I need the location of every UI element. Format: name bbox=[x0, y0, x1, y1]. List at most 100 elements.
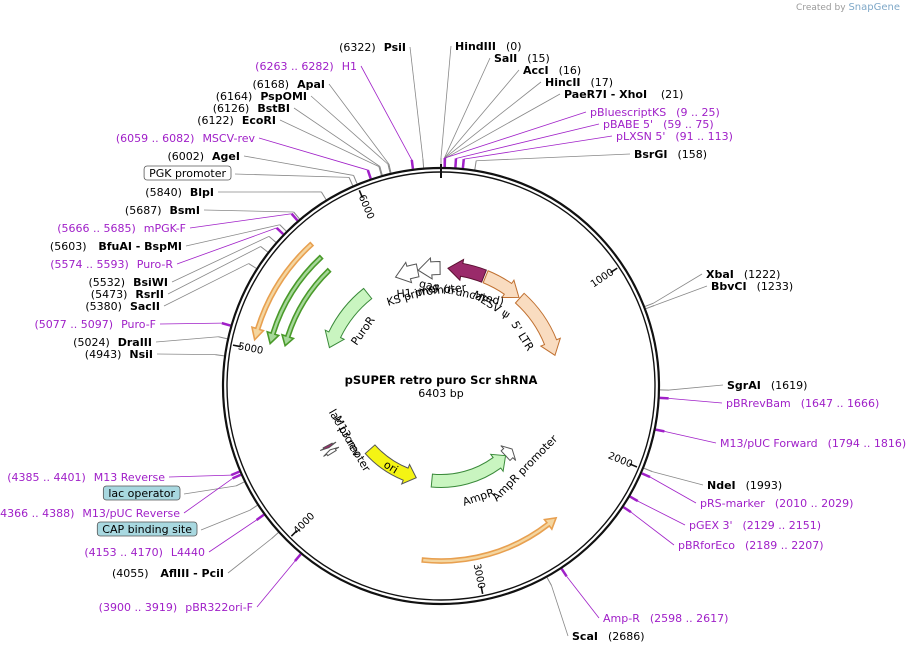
site-mark bbox=[378, 166, 382, 176]
site-coordinate: (91 .. 113) bbox=[675, 130, 733, 143]
feature-ampr bbox=[430, 453, 507, 488]
primer-pbr322ori-f: pBR322ori-F bbox=[185, 601, 253, 614]
site-coordinate: (4055) bbox=[112, 567, 149, 580]
leader-line bbox=[310, 95, 389, 165]
site-mark bbox=[348, 177, 354, 186]
primer-mscv-rev: MSCV-rev bbox=[202, 132, 255, 145]
site-mark bbox=[645, 305, 655, 310]
primer-pbrforeco: pBRforEco bbox=[678, 539, 735, 552]
feature-label-ori: ori bbox=[381, 458, 400, 477]
site-coordinate: (16) bbox=[559, 64, 582, 77]
site-mark bbox=[366, 169, 372, 179]
leader-line bbox=[183, 478, 233, 514]
site-coordinate: (4153 .. 4170) bbox=[84, 546, 163, 559]
enzyme-nsii: NsiI bbox=[129, 348, 153, 361]
site-mark bbox=[293, 211, 300, 220]
site-coordinate: (1993) bbox=[746, 479, 783, 492]
leader-line bbox=[227, 538, 272, 574]
site-mark bbox=[230, 470, 240, 477]
leader-line bbox=[156, 353, 216, 356]
leader-line bbox=[463, 135, 613, 160]
leader-line bbox=[444, 69, 520, 159]
primer-pgex-3: pGEX 3' bbox=[689, 519, 733, 532]
site-mark bbox=[248, 263, 257, 269]
leader-line bbox=[189, 213, 292, 229]
enzyme-apai: ApaI bbox=[297, 78, 325, 91]
leader-line bbox=[476, 153, 631, 162]
site-coordinate: (4366 .. 4388) bbox=[0, 507, 74, 520]
leader-line bbox=[200, 509, 250, 531]
feature-label-ks-primer: KS primer bbox=[385, 280, 441, 308]
leader-line bbox=[243, 155, 354, 176]
site-mark bbox=[641, 472, 651, 479]
feature-box-lac-operator bbox=[102, 485, 181, 501]
site-mark bbox=[232, 473, 242, 480]
primer-puro-f: Puro-F bbox=[121, 318, 156, 331]
leader-line bbox=[652, 471, 704, 486]
leader-line bbox=[668, 397, 723, 404]
leader-line bbox=[167, 246, 261, 295]
site-mark bbox=[644, 302, 654, 307]
primer-h1: H1 bbox=[342, 60, 357, 73]
leader-line bbox=[654, 285, 708, 306]
site-coordinate: (6059 .. 6082) bbox=[116, 132, 195, 145]
site-coordinate: (0) bbox=[506, 40, 522, 53]
orf-arrow bbox=[250, 241, 315, 342]
site-mark bbox=[279, 224, 287, 232]
site-coordinate: (5666 .. 5685) bbox=[57, 222, 136, 235]
site-coordinate: (6164) bbox=[216, 90, 253, 103]
site-mark bbox=[655, 428, 665, 433]
site-coordinate: (5473) bbox=[91, 288, 128, 301]
orf-arrow bbox=[421, 516, 558, 564]
enzyme-bstbi: BstBI bbox=[257, 102, 290, 115]
enzyme-ndei: NdeI bbox=[707, 479, 736, 492]
primer-pbrrevbam: pBRrevBam bbox=[726, 397, 791, 410]
site-mark bbox=[560, 568, 568, 577]
site-coordinate: (6263 .. 6282) bbox=[255, 60, 334, 73]
site-mark bbox=[271, 532, 279, 539]
tick-mark bbox=[232, 344, 241, 348]
plasmid-length: 6403 bp bbox=[418, 387, 463, 400]
leader-line bbox=[443, 57, 491, 159]
feature-label-ampr: AmpR bbox=[461, 486, 497, 509]
enzyme-hincii: HincII bbox=[545, 76, 581, 89]
leader-line bbox=[440, 45, 452, 159]
enzyme-scai: ScaI bbox=[572, 630, 598, 643]
enzyme-bsiwi: BsiWI bbox=[133, 276, 168, 289]
backbone bbox=[221, 164, 661, 606]
site-mark bbox=[643, 467, 653, 473]
enzyme-sgrai: SgrAI bbox=[727, 379, 761, 392]
site-coordinate: (6322) bbox=[339, 41, 376, 54]
enzyme-hindiii: HindIII bbox=[455, 40, 496, 53]
site-mark bbox=[218, 336, 228, 340]
tick-mark bbox=[629, 463, 638, 468]
site-mark bbox=[320, 191, 327, 200]
leader-line bbox=[168, 474, 232, 478]
credit-prefix: Created by bbox=[796, 3, 846, 13]
primer-amp-r: Amp-R bbox=[603, 612, 640, 625]
snapgene-credit: Created by SnapGene bbox=[796, 2, 900, 13]
leader-line bbox=[444, 81, 542, 159]
annotation-labels: HindIII(0)SalI(15)AccI(16)HincII(17)PaeR… bbox=[0, 40, 906, 643]
primer-m13-reverse: M13 Reverse bbox=[94, 471, 165, 484]
leader-line bbox=[409, 46, 424, 159]
site-mark bbox=[410, 159, 415, 169]
leader-line bbox=[668, 384, 724, 391]
feature-5-ltr bbox=[514, 292, 562, 357]
site-coordinate: (21) bbox=[661, 88, 684, 101]
site-mark bbox=[353, 175, 358, 184]
tick-mark bbox=[358, 190, 364, 199]
enzyme-bfuai-bspmi: BfuAI - BspMI bbox=[98, 240, 182, 253]
tick-mark bbox=[290, 529, 298, 537]
feature-box-label: CAP binding site bbox=[102, 523, 192, 536]
leader-line bbox=[630, 511, 675, 546]
tick-label: 2000 bbox=[606, 451, 634, 471]
site-coordinate: (6002) bbox=[167, 150, 204, 163]
leader-line bbox=[653, 273, 703, 304]
leader-line bbox=[328, 83, 390, 165]
tick-mark bbox=[480, 585, 484, 595]
leader-line bbox=[234, 173, 350, 178]
site-mark bbox=[249, 504, 258, 511]
leader-line bbox=[360, 65, 413, 161]
